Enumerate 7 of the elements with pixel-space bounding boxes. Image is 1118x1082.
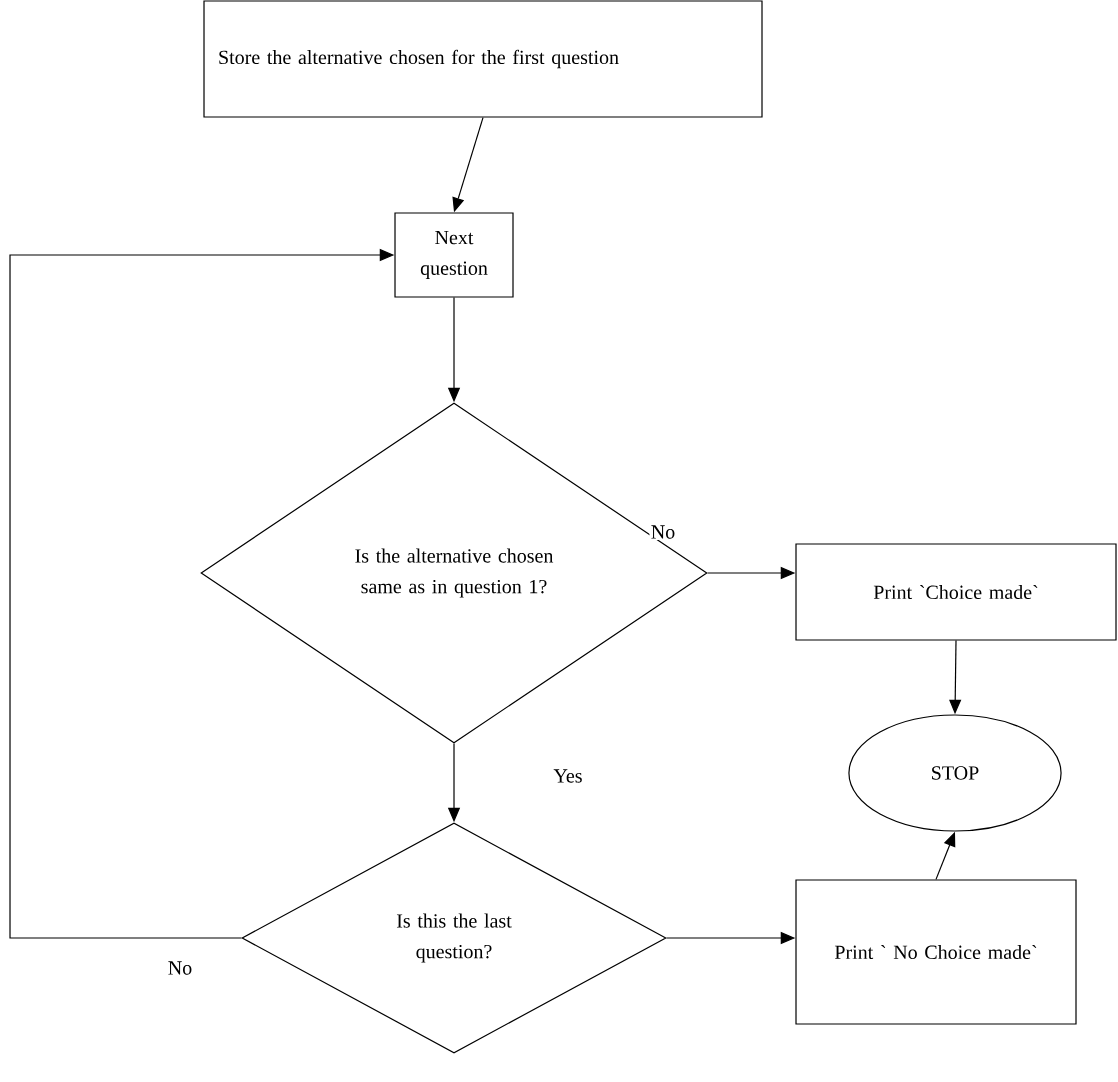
process-box: Print ` No Choice made`	[795, 879, 1077, 1025]
edge-label: No	[649, 524, 677, 540]
process-box: Store the alternative chosen for the first question	[203, 0, 763, 118]
process-box: Next question	[394, 212, 514, 298]
process-box: Print `Choice made`	[795, 543, 1117, 641]
edge-label: Yes	[552, 768, 584, 784]
edge-label: No	[166, 960, 194, 976]
